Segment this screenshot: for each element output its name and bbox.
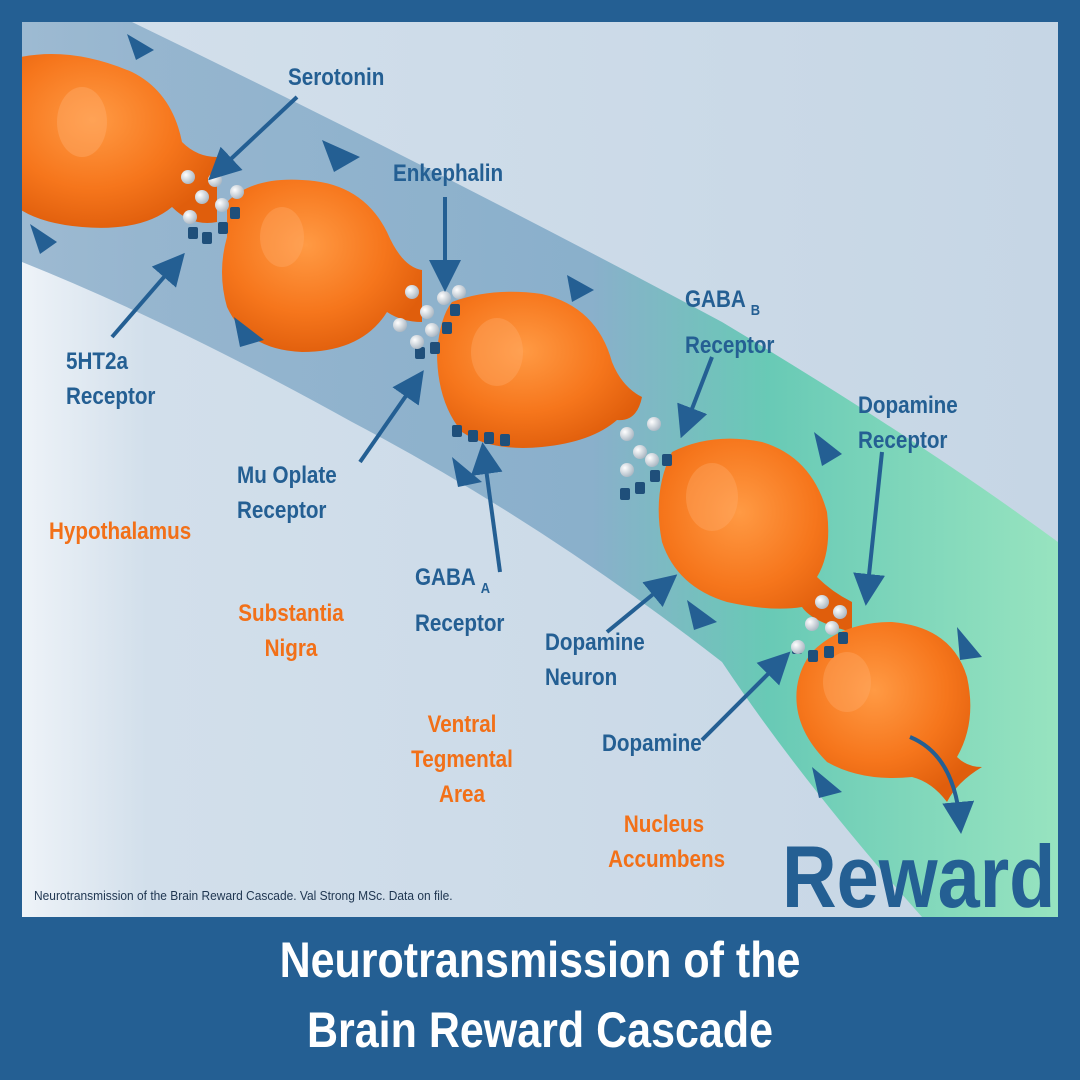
neurotransmitter-balls	[181, 170, 847, 654]
label-pointer-arrows	[110, 95, 975, 834]
dopamine-receptor-label: Dopamine Receptor	[858, 392, 958, 454]
serotonin-label: Serotonin	[288, 64, 385, 91]
credit-caption: Neurotransmission of the Brain Reward Ca…	[34, 888, 453, 903]
substantia-nigra-label: Substantia Nigra	[238, 600, 344, 662]
cascade-illustration	[22, 22, 1058, 917]
diagram-panel: Serotonin Enkephalin GABA B Receptor Dop…	[22, 22, 1058, 917]
ventral-tegmental-area-label: Ventral Tegmental Area	[411, 711, 513, 808]
dopamine-neuron-label: Dopamine Neuron	[545, 629, 645, 691]
reward-label: Reward	[782, 827, 1056, 917]
gaba-a-receptor-label: GABA A Receptor	[415, 564, 505, 637]
5ht2a-receptor-label: 5HT2a Receptor	[66, 348, 156, 410]
neuron-4	[658, 438, 852, 632]
mu-opioid-receptor-label: Mu Oplate Receptor	[237, 462, 337, 524]
receptors	[188, 207, 848, 662]
neuron-1	[22, 54, 217, 228]
neuron-3	[437, 291, 642, 448]
neuron-2	[222, 179, 422, 352]
gaba-b-receptor-label: GABA B Receptor	[685, 286, 775, 359]
flow-arrowheads	[30, 34, 982, 798]
enkephalin-label: Enkephalin	[393, 160, 504, 187]
hypothalamus-label: Hypothalamus	[49, 518, 192, 545]
page-title: Neurotransmission of the Brain Reward Ca…	[279, 932, 801, 1058]
nucleus-accumbens-label: Nucleus Accumbens	[608, 811, 726, 873]
dopamine-label: Dopamine	[602, 730, 702, 757]
